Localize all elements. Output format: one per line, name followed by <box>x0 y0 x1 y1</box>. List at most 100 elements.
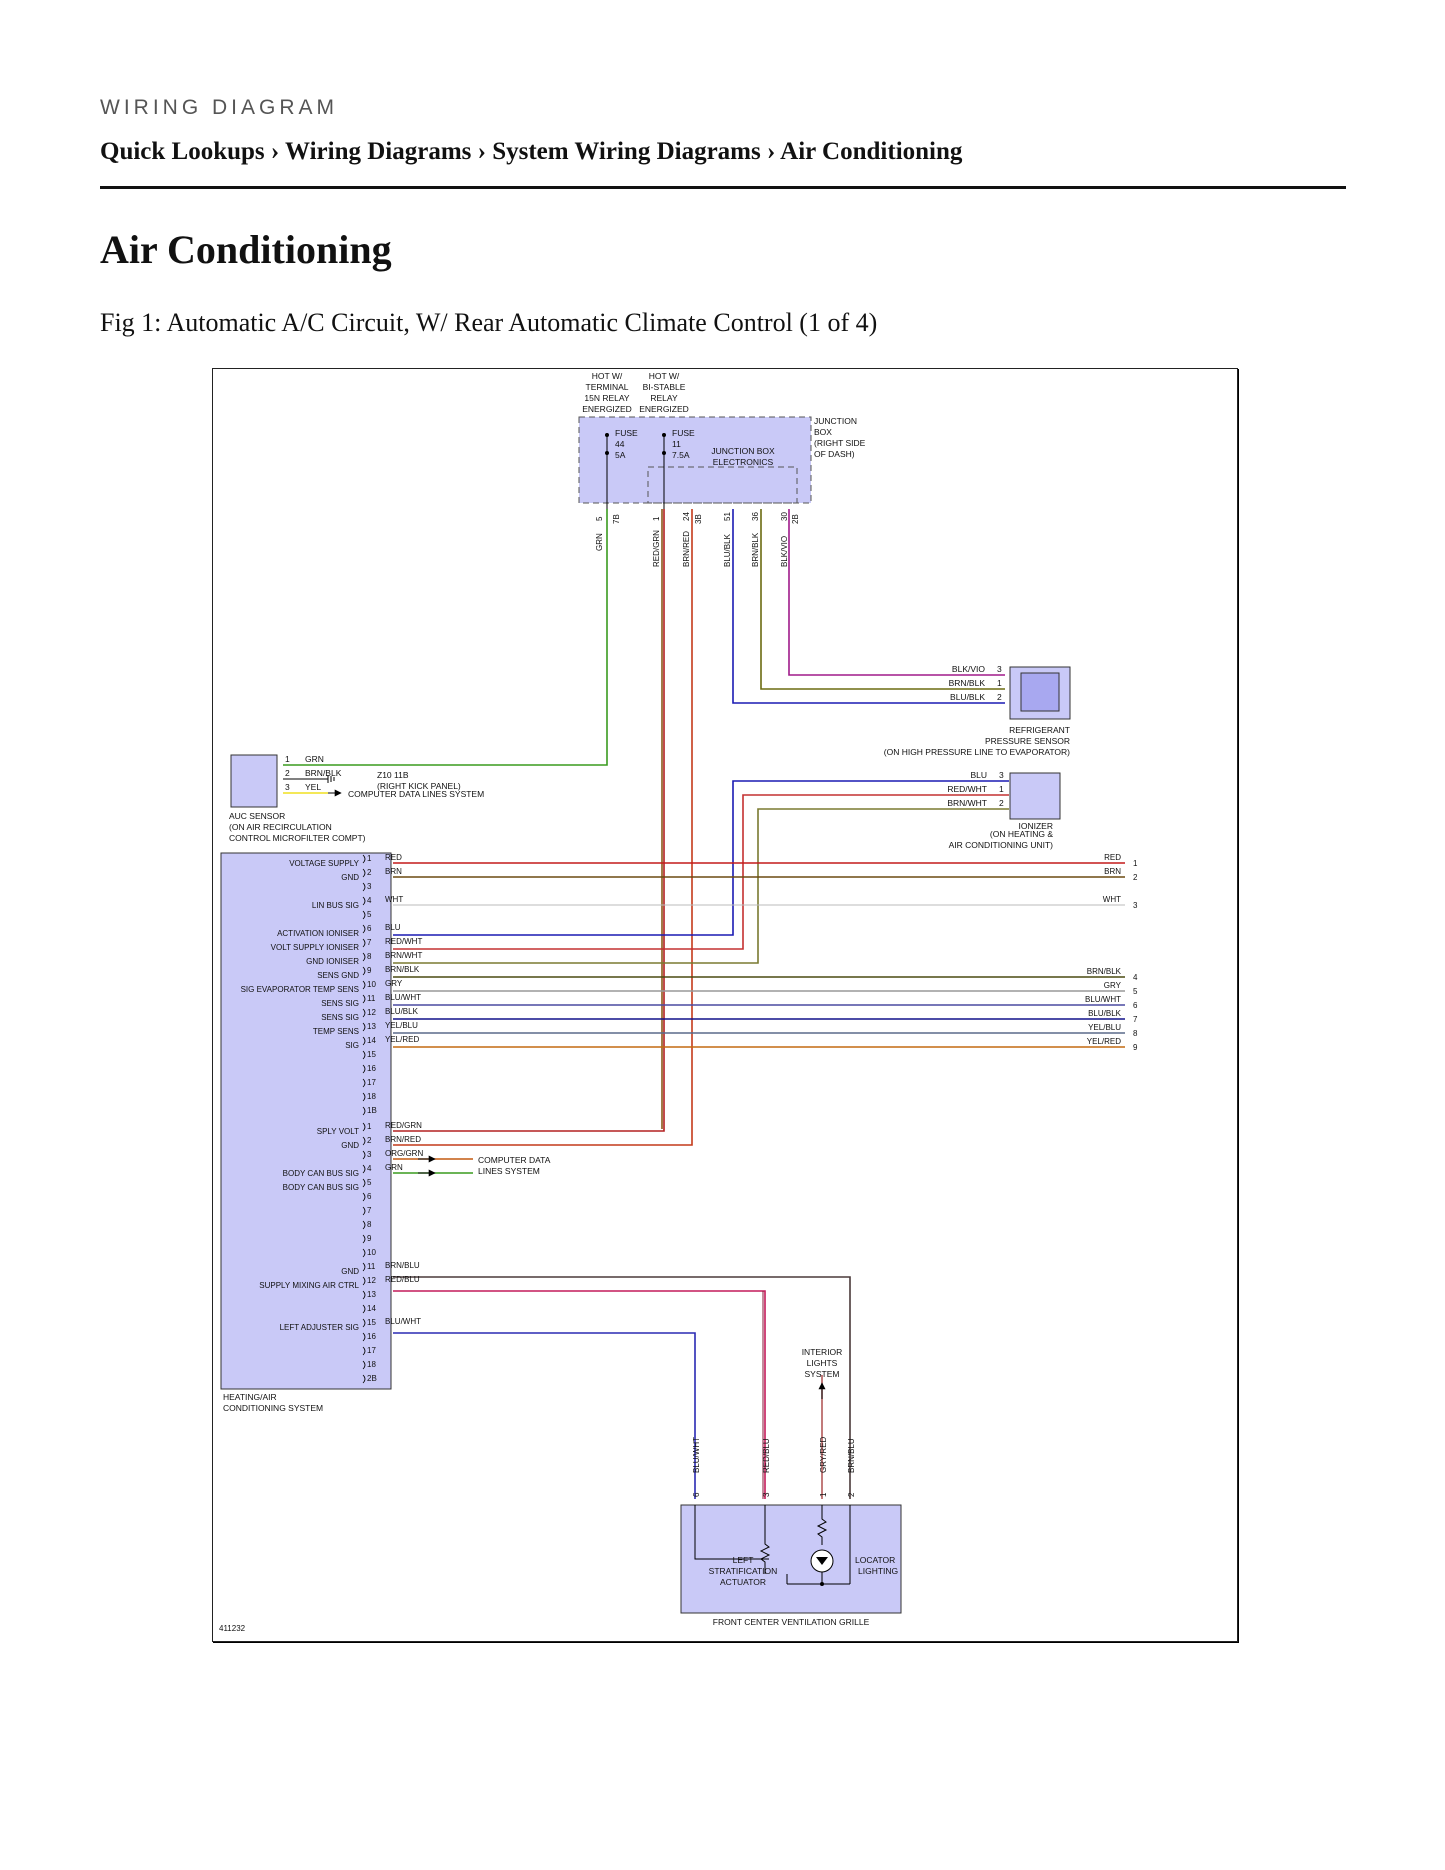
wire-blu-wht <box>393 1332 696 1499</box>
front-grille <box>680 1504 902 1614</box>
hvac-pin-number: 12 <box>367 1008 376 1017</box>
hvac-pin-number: 14 <box>367 1036 376 1045</box>
connector-bracket <box>362 868 366 878</box>
connector-bracket <box>362 882 366 892</box>
svg-text:5: 5 <box>595 516 604 521</box>
hvac-pin-number: 13 <box>367 1022 376 1031</box>
svg-text:BLU/WHT: BLU/WHT <box>692 1437 701 1473</box>
hvac-wire-label: BRN/RED <box>385 1135 421 1144</box>
hvac-wire-label: BLU/WHT <box>385 993 421 1002</box>
svg-text:RED/BLU: RED/BLU <box>762 1438 771 1473</box>
auc-wire-labels: GRN BRN/BLK YEL <box>305 754 342 792</box>
ionizer-pins: 3 1 2 <box>999 770 1004 808</box>
grille-label: FRONT CENTER VENTILATION GRILLE <box>713 1617 870 1627</box>
hvac-pin-name: GND <box>341 1267 359 1276</box>
figure-caption: Fig 1: Automatic A/C Circuit, W/ Rear Au… <box>100 308 878 337</box>
hvac-pin-number: 3 <box>367 882 372 891</box>
svg-text:STRATIFICATION: STRATIFICATION <box>709 1566 778 1576</box>
svg-text:LOCATOR: LOCATOR <box>855 1555 895 1565</box>
right-wire-label: RED <box>1104 853 1121 862</box>
hvac-pin-name: VOLT SUPPLY IONISER <box>271 943 360 952</box>
svg-text:OF DASH): OF DASH) <box>814 449 855 459</box>
right-wire-label: BRN <box>1104 867 1121 876</box>
hvac-wire-label: RED <box>385 853 402 862</box>
svg-text:3: 3 <box>999 770 1004 780</box>
hvac-pin-name: LIN BUS SIG <box>312 901 359 910</box>
svg-text:BLK/VIO: BLK/VIO <box>780 536 789 567</box>
hvac-wire-label: ORG/GRN <box>385 1149 423 1158</box>
hvac-pin-number: 12 <box>367 1276 376 1285</box>
svg-text:2: 2 <box>285 768 290 778</box>
svg-text:TERMINAL: TERMINAL <box>586 382 629 392</box>
svg-text:ELECTRONICS: ELECTRONICS <box>713 457 774 467</box>
hvac-pin-number: 16 <box>367 1332 376 1341</box>
wires <box>283 509 1125 1499</box>
hvac-pin-number: 14 <box>367 1304 376 1313</box>
svg-text:BLU: BLU <box>970 770 987 780</box>
right-wire-labels: RED1BRN2WHT3BRN/BLK4GRY5BLU/WHT6BLU/BLK7… <box>1085 853 1138 1052</box>
svg-text:(RIGHT SIDE: (RIGHT SIDE <box>814 438 866 448</box>
hvac-wire-label: GRN <box>385 1163 403 1172</box>
hvac-pin-number: 17 <box>367 1078 376 1087</box>
ref-sensor-pins: 3 1 2 <box>997 664 1002 702</box>
svg-text:PRESSURE SENSOR: PRESSURE SENSOR <box>985 736 1070 746</box>
ref-sensor-wire-labels: BLK/VIO BRN/BLK BLU/BLK <box>949 664 986 702</box>
connector-bracket <box>362 1064 366 1074</box>
interior-lights-label: INTERIOR LIGHTS SYSTEM <box>802 1347 843 1379</box>
hvac-pin-name: SENS SIG <box>321 999 359 1008</box>
hvac-pin-number: 5 <box>367 1178 372 1187</box>
auc-sensor-label: AUC SENSOR (ON AIR RECIRCULATION CONTROL… <box>229 811 366 843</box>
right-wire-label: YEL/BLU <box>1088 1023 1121 1032</box>
hvac-pin-name: BODY CAN BUS SIG <box>283 1183 359 1192</box>
connector-bracket <box>362 1008 366 1018</box>
svg-text:HOT W/: HOT W/ <box>649 371 680 381</box>
svg-text:FUSE: FUSE <box>672 428 695 438</box>
right-wire-pin: 1 <box>1133 859 1138 868</box>
svg-text:BRN/RED: BRN/RED <box>682 531 691 567</box>
wire-red-grn <box>393 509 665 1132</box>
svg-text:LIGHTING: LIGHTING <box>858 1566 898 1576</box>
hvac-wire-label: BRN/WHT <box>385 951 422 960</box>
hvac-pin-number: 18 <box>367 1360 376 1369</box>
right-wire-pin: 7 <box>1133 1015 1138 1024</box>
svg-text:Z10 11B: Z10 11B <box>377 770 409 780</box>
ionizer-wire-labels: BLU RED/WHT BRN/WHT <box>947 770 987 808</box>
svg-text:1: 1 <box>652 516 661 521</box>
hvac-wire-label: BRN/BLK <box>385 965 420 974</box>
connector-bracket <box>362 966 366 976</box>
svg-text:BRN/BLK: BRN/BLK <box>305 768 342 778</box>
svg-text:2: 2 <box>997 692 1002 702</box>
figure-id: 411232 <box>219 1624 246 1633</box>
hvac-label: HEATING/AIR CONDITIONING SYSTEM <box>223 1392 323 1413</box>
connector-bracket <box>362 1332 366 1342</box>
hvac-pin-number: 4 <box>367 1164 372 1173</box>
hvac-pin-number: 15 <box>367 1318 376 1327</box>
connector-bracket <box>362 1234 366 1244</box>
right-wire-pin: 6 <box>1133 1001 1138 1010</box>
connector-bracket <box>362 1262 366 1272</box>
page-kicker: WIRING DIAGRAM <box>100 96 338 119</box>
svg-text:FUSE: FUSE <box>615 428 638 438</box>
connector-bracket <box>362 1050 366 1060</box>
hvac-pin-number: 7 <box>367 1206 372 1215</box>
svg-text:CONTROL MICROFILTER COMPT): CONTROL MICROFILTER COMPT) <box>229 833 366 843</box>
right-wire-pin: 9 <box>1133 1043 1138 1052</box>
header-divider <box>100 186 1346 189</box>
hvac-pin-name: SIG <box>345 1041 359 1050</box>
hvac-pin-number: 13 <box>367 1290 376 1299</box>
connector-bracket <box>362 1178 366 1188</box>
hvac-pin-number: 11 <box>367 994 376 1003</box>
svg-text:7B: 7B <box>612 514 621 524</box>
hvac-pin-number: 2B <box>367 1374 377 1383</box>
right-wire-label: BLU/BLK <box>1088 1009 1122 1018</box>
svg-text:AUC SENSOR: AUC SENSOR <box>229 811 285 821</box>
breadcrumb[interactable]: Quick Lookups › Wiring Diagrams › System… <box>100 138 963 165</box>
hvac-pin-number: 16 <box>367 1064 376 1073</box>
connector-bracket <box>362 910 366 920</box>
auc-ground-label: Z10 11B (RIGHT KICK PANEL) <box>377 770 461 791</box>
